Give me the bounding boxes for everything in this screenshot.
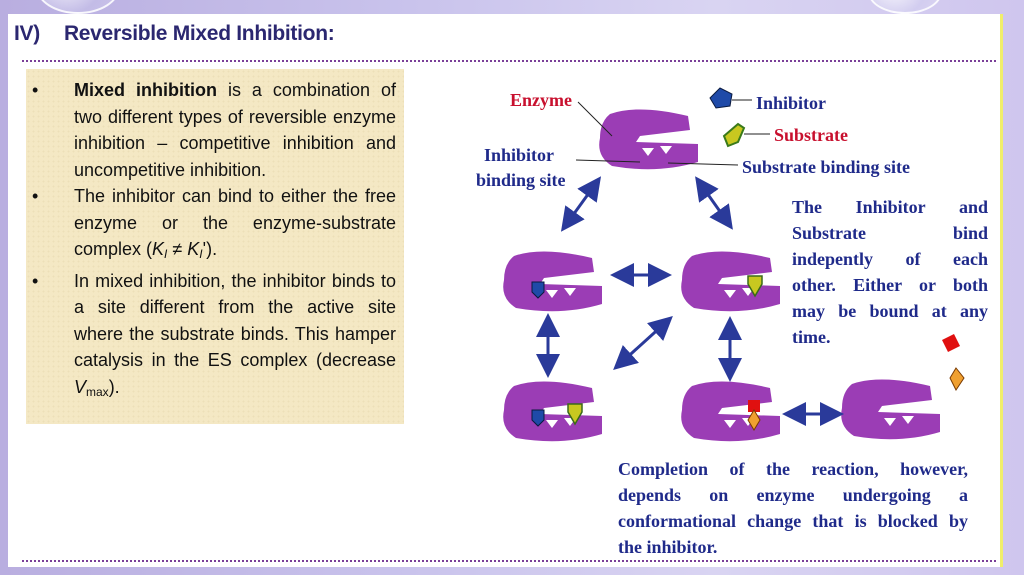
k-symbol-2: K <box>187 239 200 259</box>
bullet-text-end: ). <box>108 376 120 397</box>
substrate-site-pointer <box>667 162 739 166</box>
title-number: IV) <box>14 22 40 45</box>
arrow-e-ei <box>560 176 602 232</box>
legend-inhibitor-shape <box>709 87 752 109</box>
bullet-text: is a combination of two different types … <box>74 80 396 180</box>
divider-bottom <box>22 560 996 562</box>
enzyme-free <box>599 109 698 170</box>
product-red-piece <box>942 334 960 352</box>
arrow-es-esi <box>613 315 673 371</box>
paragraph-binding-line: time. <box>792 327 831 347</box>
bullet-item-binding: • The inhibitor can bind to either the fr… <box>32 183 396 268</box>
paragraph-completion: Completion of the reaction, however, dep… <box>618 456 968 560</box>
bullet-glyph: • <box>32 270 39 291</box>
bullet-glyph: • <box>32 80 39 100</box>
k-symbol: K <box>152 239 165 259</box>
paragraph-binding-line: may be bound at any <box>792 301 988 321</box>
arrow-e-es <box>695 176 733 230</box>
v-symbol: V <box>74 376 87 397</box>
v-subscript: max <box>86 384 109 399</box>
paragraph-completion-line: depends on enzyme undergoing a <box>618 485 968 505</box>
label-substrate: Substrate <box>774 125 849 145</box>
k-subscript: I <box>164 247 168 261</box>
paragraph-binding: The Inhibitor and Substrate bind indepen… <box>792 194 988 350</box>
paragraph-binding-line: Substrate bind <box>792 223 988 243</box>
bullet-item-mixed-inhibition: • Mixed inhibition is a combination of tw… <box>32 77 396 183</box>
bullet-text-box: • Mixed inhibition is a combination of tw… <box>26 69 404 424</box>
label-inhibitor-binding-site-1: Inhibitor <box>484 145 555 165</box>
paragraph-completion-line: Completion of the reaction, however, <box>618 459 968 479</box>
k-subscript-2: I <box>199 247 203 261</box>
label-inhibitor-binding-site-2: binding site <box>476 170 566 190</box>
label-substrate-binding-site: Substrate binding site <box>742 157 911 177</box>
title-text: Reversible Mixed Inhibition: <box>63 22 335 45</box>
slide: IV) Reversible Mixed Inhibition: • Mixed i… <box>8 14 1003 567</box>
label-enzyme: Enzyme <box>510 90 572 110</box>
paragraph-binding-line: indepently of each <box>792 249 988 269</box>
enzyme-product-complex <box>681 381 780 442</box>
paragraph-completion-line: conformational change that is blocked by <box>618 511 968 531</box>
paragraph-binding-line: The Inhibitor and <box>792 197 988 217</box>
bullet-text: In mixed inhibition, the inhibitor binds… <box>74 270 396 371</box>
label-inhibitor: Inhibitor <box>756 93 827 113</box>
bullet-list: • Mixed inhibition is a combination of tw… <box>26 69 404 405</box>
bullet-glyph: • <box>32 186 39 206</box>
neq-symbol: ≠ <box>167 239 188 259</box>
divider-top <box>22 60 996 62</box>
bullet-term: Mixed inhibition <box>74 80 217 100</box>
legend-substrate-shape <box>722 122 770 148</box>
enzyme-released <box>841 379 940 440</box>
paragraph-completion-line: the inhibitor. <box>618 537 718 557</box>
bullet-item-site: • In mixed inhibition, the inhibitor bind… <box>32 268 396 406</box>
inhibitor-site-pointer <box>575 159 641 163</box>
enzyme-substrate-inhibitor-complex <box>503 381 602 442</box>
enzyme-inhibitor-complex <box>503 251 602 312</box>
bullet-text: The inhibitor can bind to either the fre… <box>74 186 396 259</box>
enzyme-substrate-complex <box>681 251 780 312</box>
slide-title: IV) Reversible Mixed Inhibition: <box>14 22 335 46</box>
product-orange-piece <box>949 367 965 391</box>
enzyme-pointer-line <box>577 101 613 137</box>
bullet-text-end: '). <box>202 239 218 259</box>
paragraph-binding-line: other. Either or both <box>792 275 988 295</box>
